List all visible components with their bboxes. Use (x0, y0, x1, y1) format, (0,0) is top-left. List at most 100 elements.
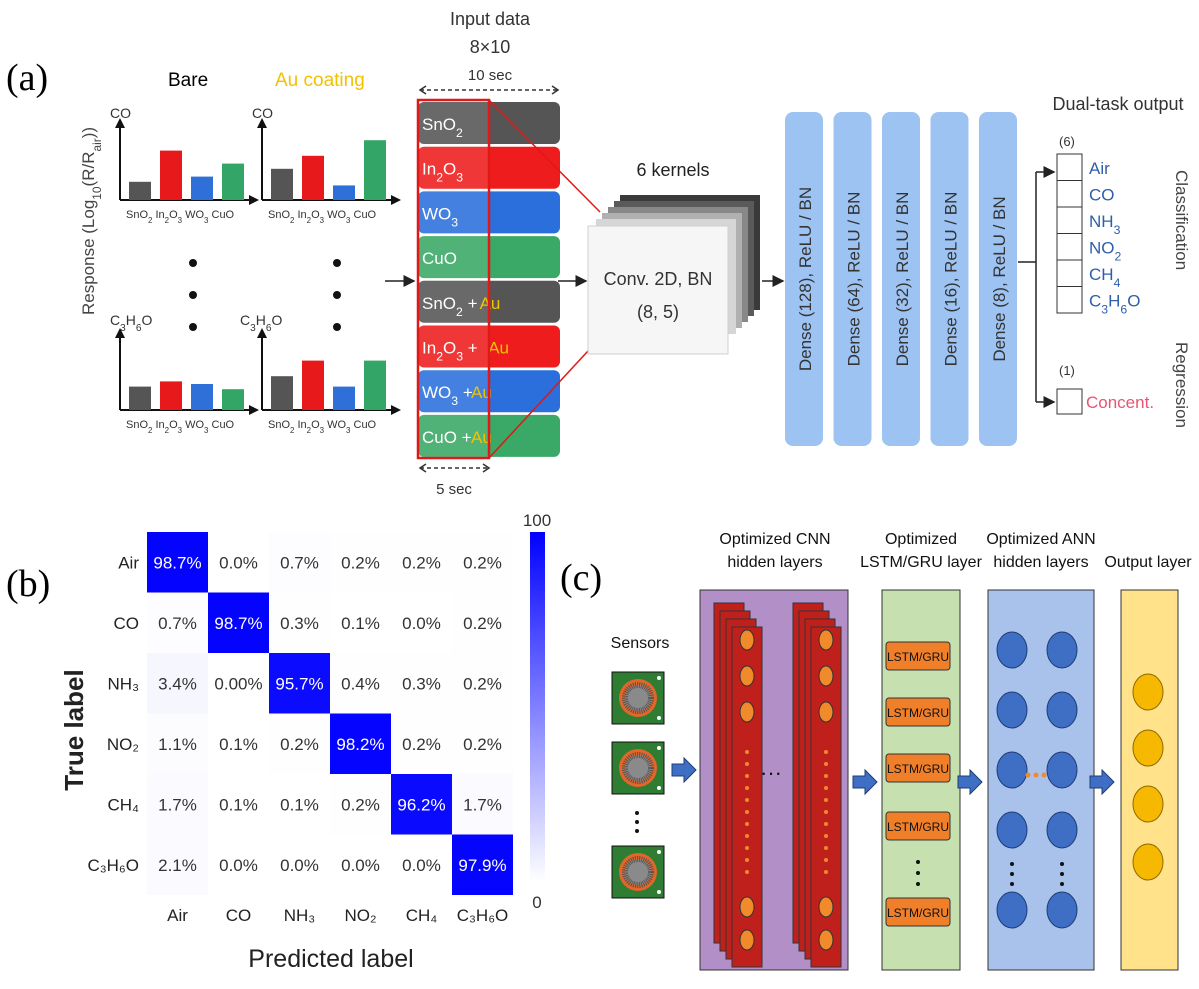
lstm-ellipsis (916, 860, 920, 864)
sensor-pin (657, 676, 661, 680)
cm-cell: 98.2% (330, 713, 391, 774)
cm-cell: 96.2% (391, 774, 452, 835)
sensor-name: WO3 + (422, 383, 473, 408)
panel-b-label: (b) (6, 563, 50, 605)
cm-cell: 0.1% (208, 774, 269, 835)
cnn-unit-dot (745, 774, 749, 778)
dense-layer-bar (882, 112, 920, 446)
cm-cell-bg (208, 532, 269, 593)
gas-label-co-au: CO (252, 105, 273, 121)
cnn-unit-dot (824, 798, 828, 802)
sensor-name: CuO (422, 249, 457, 268)
class-output: Air (1056, 153, 1110, 181)
bar (302, 155, 324, 200)
dense-layer: Dense (128), ReLU / BN (785, 112, 823, 446)
flow-arrow-icon (852, 768, 878, 796)
cnn-unit-dot (824, 870, 828, 874)
cm-cell-bg (147, 774, 208, 835)
cm-cell-value: 0.1% (341, 614, 380, 633)
cm-cell: 97.9% (452, 834, 513, 895)
sensor-name: In2O3 (422, 160, 463, 185)
cm-cell-value: 3.4% (158, 674, 197, 693)
cm-cell: 0.7% (269, 532, 330, 593)
cm-cell: 0.1% (330, 592, 391, 653)
dense-layer-label: Dense (64), ReLU / BN (845, 192, 864, 367)
bar (364, 360, 386, 410)
time-10-label: 10 sec (468, 67, 513, 84)
cm-cell-value: 0.2% (280, 735, 319, 754)
lstm-cell-label: LSTM/GRU (887, 906, 949, 920)
cm-cell-bg (269, 774, 330, 835)
cm-cell: 98.7% (208, 592, 269, 653)
cm-cell-value: 0.2% (463, 614, 502, 633)
cm-cell: 0.2% (391, 532, 452, 593)
sensor-mesh (625, 755, 651, 781)
class-box (1056, 286, 1083, 314)
lstm-cell-label: LSTM/GRU (887, 650, 949, 664)
cm-cell-bg (147, 592, 208, 653)
input-row-window (418, 236, 489, 279)
cm-cell: 1.7% (452, 774, 513, 835)
ann-ellipsis-horizontal (1025, 772, 1031, 778)
cm-cell-value: 0.00% (214, 674, 262, 693)
output-block (1120, 589, 1179, 971)
flow-arrow-icon (671, 756, 697, 784)
cm-row-label: CO (114, 614, 140, 633)
bar (271, 376, 293, 410)
y-axis-arrow-icon (257, 328, 267, 338)
cm-cell-bg (208, 774, 269, 835)
bar (160, 381, 182, 410)
cnn-unit-dot (824, 774, 828, 778)
output-node (1132, 673, 1164, 711)
cm-cell: 1.7% (147, 774, 208, 835)
cm-cell-value: 1.7% (463, 795, 502, 814)
cnn-unit-dot (745, 870, 749, 874)
cnn-unit (818, 629, 834, 651)
dense-layer: Dense (64), ReLU / BN (833, 112, 872, 446)
cnn-unit-dot (824, 786, 828, 790)
ann-node (996, 811, 1028, 849)
bar-chart-x-labels: SnO2 In2O3 WO3 CuO (126, 209, 235, 225)
cm-cell-bg (269, 532, 330, 593)
bar (129, 386, 151, 410)
cm-cell: 0.2% (452, 713, 513, 774)
cm-cell-bg (208, 653, 269, 714)
cm-cell: 0.3% (391, 653, 452, 714)
sensor-icons (611, 671, 665, 899)
au-label: Au (471, 383, 492, 402)
sensor-pin (657, 746, 661, 750)
cm-row-label: NH₃ (108, 674, 139, 693)
x-axis-arrow-icon (249, 195, 259, 205)
ann-node (996, 631, 1028, 669)
bar (222, 389, 244, 410)
cm-cell-value: 98.7% (153, 553, 201, 572)
gas-label-acetone-bare: C3H6O (110, 312, 152, 334)
cm-cell-bg (330, 532, 391, 593)
sensor-pin (657, 850, 661, 854)
cm-cell-value: 0.2% (402, 553, 441, 572)
ann-ellipsis-horizontal (1041, 772, 1047, 778)
cm-cell-bg (391, 592, 452, 653)
true-label-title: True label (59, 669, 89, 790)
cnn-unit-dot (824, 762, 828, 766)
sensor-ellipsis (635, 811, 639, 833)
class-output: NH3 (1056, 206, 1121, 237)
input-row: CuO +Au (418, 414, 560, 457)
class-box (1056, 153, 1083, 181)
cnn-filter (810, 626, 842, 968)
cm-cell-bg (208, 592, 269, 653)
cm-cell: 0.2% (452, 532, 513, 593)
lstm-cell: LSTM/GRU (885, 753, 951, 783)
cm-cell: 0.2% (269, 713, 330, 774)
cm-cell-bg (330, 592, 391, 653)
class-box (1056, 180, 1083, 208)
lstm-cell: LSTM/GRU (885, 641, 951, 671)
bar (191, 384, 213, 410)
cm-cell-value: 0.0% (219, 553, 258, 572)
input-row: WO3 +Au (418, 370, 560, 413)
ann-ellipsis (1010, 872, 1014, 876)
cm-cell-bg (391, 713, 452, 774)
cm-cell-bg (452, 592, 513, 653)
